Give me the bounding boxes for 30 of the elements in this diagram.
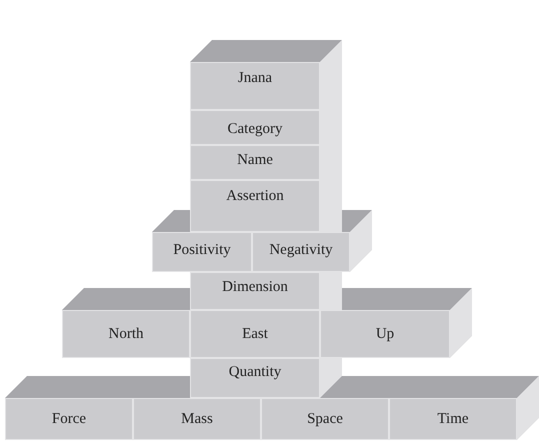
block-face [5, 398, 133, 440]
block-face [261, 398, 389, 440]
block-label: Jnana [238, 70, 272, 86]
block-label: Category [228, 121, 282, 138]
block-label: Space [307, 410, 343, 428]
block-label: Name [237, 152, 273, 169]
block-face [389, 398, 517, 440]
block-label: Up [376, 326, 394, 342]
block-face [320, 310, 450, 358]
block-label: East [242, 326, 268, 342]
block-face [190, 310, 320, 358]
block-label: Positivity [173, 242, 231, 258]
block-face [133, 398, 261, 440]
block-face [190, 358, 320, 398]
block-face [190, 272, 320, 310]
block-face [190, 180, 320, 232]
block-label: Dimension [222, 278, 288, 296]
block-label: Negativity [269, 242, 333, 258]
block-label: Mass [181, 410, 213, 428]
block-label: North [108, 326, 144, 342]
block-face [190, 145, 320, 180]
block-label: Quantity [228, 364, 282, 380]
block-label: Time [437, 410, 469, 428]
block-label: Force [52, 410, 86, 428]
block-face [62, 310, 190, 358]
block-face [152, 232, 252, 272]
block-face [190, 110, 320, 145]
block-face [190, 62, 320, 110]
block-label: Assertion [226, 188, 284, 204]
block-face [252, 232, 350, 272]
